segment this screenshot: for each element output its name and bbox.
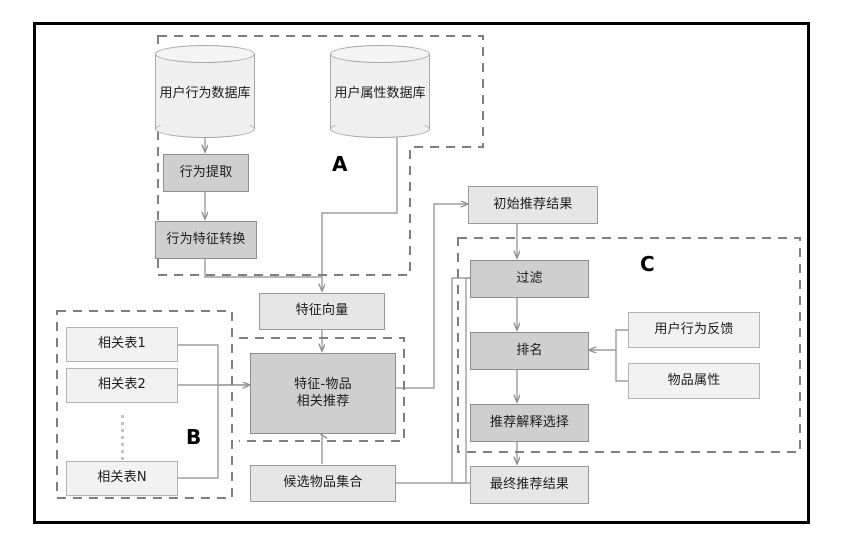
feature-vector-label: 特征向量 [295,303,349,319]
item-attribute-node: 物品属性 [628,363,760,399]
filter-node: 过滤 [470,260,589,298]
related-table-2-label: 相关表2 [97,377,147,393]
ellipsis-dots [121,415,124,464]
group-label-c: C [640,252,655,276]
user-behavior-database: 用户行为数据库 [155,45,255,138]
final-recommendation-result-node: 最终推荐结果 [470,466,589,504]
feature-item-recommendation-label-line1: 特征-物品 [294,377,352,393]
group-b-boundary [56,310,233,499]
item-attribute-label: 物品属性 [667,372,721,388]
user-attribute-database: 用户属性数据库 [330,45,430,138]
group-label-b: B [186,425,202,449]
group-middle-boundary [239,337,405,442]
related-table-2-node: 相关表2 [66,368,178,403]
behavior-extract-label: 行为提取 [179,164,233,180]
group-c-boundary [457,237,801,453]
cylinder-top [155,45,255,63]
ranking-label: 排名 [516,342,543,358]
recommendation-explanation-select-label: 推荐解释选择 [489,414,570,430]
cylinder-body [155,54,255,129]
ranking-node: 排名 [470,332,589,370]
related-table-n-label: 相关表N [97,470,147,486]
user-attribute-database-label: 用户属性数据库 [334,86,426,101]
candidate-item-set-node: 候选物品集合 [250,465,396,502]
related-table-1-label: 相关表1 [97,336,147,352]
feature-vector-node: 特征向量 [259,293,385,330]
group-label-a: A [332,152,348,176]
related-table-1-node: 相关表1 [66,327,178,362]
feature-item-recommendation-label-line2: 相关推荐 [296,393,350,409]
final-recommendation-result-label: 最终推荐结果 [489,476,570,492]
feature-item-recommendation-node: 特征-物品 相关推荐 [250,353,396,434]
user-behavior-feedback-node: 用户行为反馈 [628,312,760,348]
user-behavior-database-label: 用户行为数据库 [159,86,251,101]
cylinder-top [330,45,430,63]
behavior-extract-node: 行为提取 [163,154,249,192]
initial-recommendation-result-label: 初始推荐结果 [493,196,573,212]
user-behavior-feedback-label: 用户行为反馈 [654,321,734,337]
candidate-item-set-label: 候选物品集合 [283,475,363,491]
behavior-feature-transform-label: 行为特征转换 [166,231,246,247]
cylinder-bottom [330,120,430,138]
cylinder-body [330,54,430,129]
cylinder-bottom [155,120,255,138]
group-a-boundary [157,35,484,276]
filter-label: 过滤 [516,270,543,286]
initial-recommendation-result-node: 初始推荐结果 [468,186,598,224]
related-table-n-node: 相关表N [66,461,178,496]
recommendation-explanation-select-node: 推荐解释选择 [470,404,589,442]
behavior-feature-transform-node: 行为特征转换 [155,221,257,259]
